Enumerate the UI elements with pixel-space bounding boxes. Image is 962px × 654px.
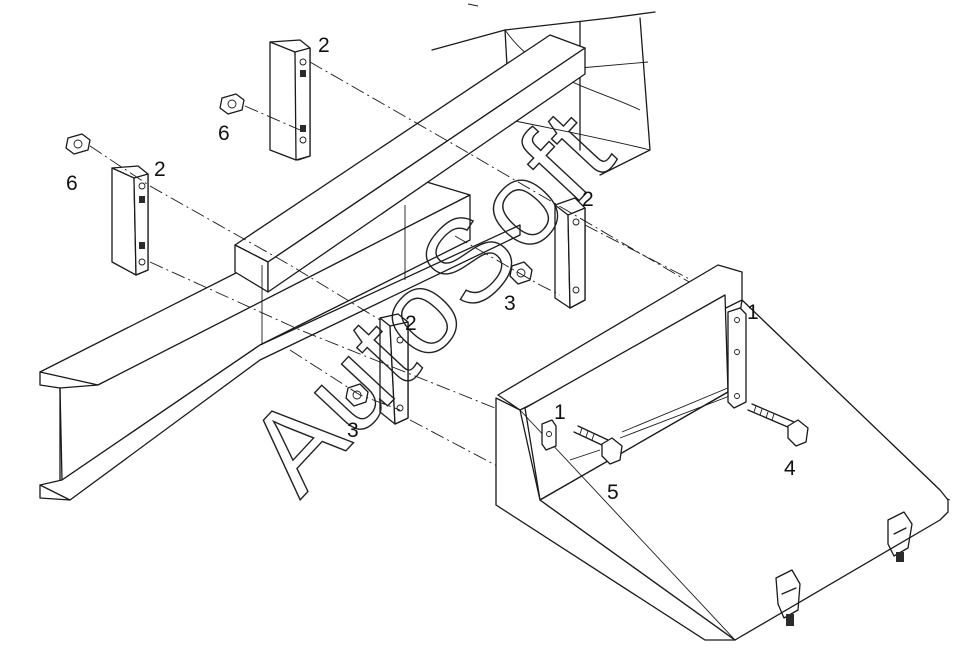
strap-1-left	[541, 419, 557, 451]
bracket-2-center	[379, 313, 409, 425]
callout-1-left: 1	[554, 401, 566, 424]
strap-1-right	[727, 307, 747, 409]
callout-3-left: 3	[347, 419, 359, 442]
bracket-2-top	[269, 39, 311, 161]
callout-4: 4	[784, 457, 796, 480]
latch-right	[887, 511, 913, 562]
callout-2-top: 2	[318, 34, 330, 57]
bracket-2-left	[111, 165, 149, 276]
bolt-4	[747, 403, 809, 447]
callout-6-top: 6	[218, 122, 230, 145]
callout-3-right: 3	[504, 292, 516, 315]
bolt-5	[573, 425, 623, 465]
latch-left	[775, 569, 801, 626]
nut-6-left	[65, 133, 91, 155]
callout-2-right: 2	[582, 188, 594, 211]
battery-box	[495, 264, 949, 641]
callout-1-right: 1	[747, 301, 759, 324]
frame-rail	[39, 34, 586, 501]
nut-6-top	[219, 93, 245, 115]
callout-6-left: 6	[66, 172, 78, 195]
nut-3-right	[509, 261, 533, 285]
callout-2-left: 2	[154, 158, 166, 181]
callout-2-center: 2	[405, 312, 417, 335]
callouts: 2 6 6 2 2 2 3 3 1 1 4 5	[66, 34, 796, 504]
callout-5: 5	[607, 481, 619, 504]
bracket-2-right	[554, 197, 586, 309]
